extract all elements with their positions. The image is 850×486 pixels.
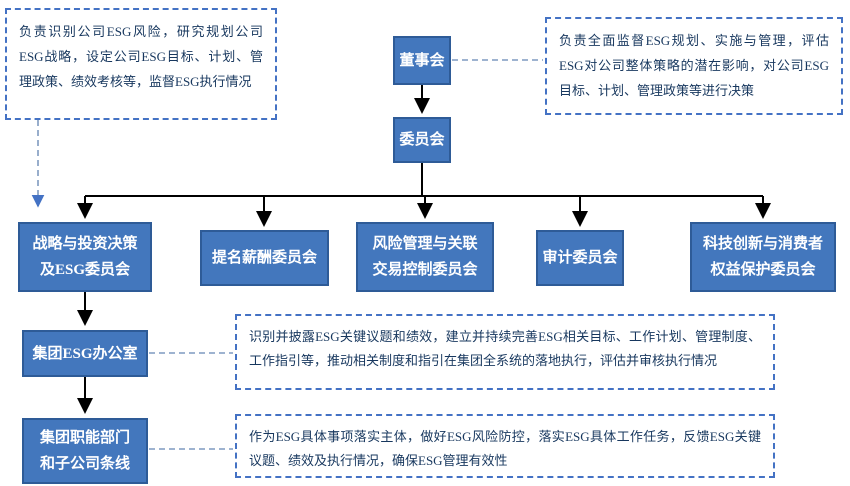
- annotation-departments-duty-text: 作为ESG具体事项落实主体，做好ESG风险防控，落实ESG具体工作任务，反馈ES…: [249, 429, 761, 468]
- annotation-departments-duty: 作为ESG具体事项落实主体，做好ESG风险防控，落实ESG具体工作任务，反馈ES…: [235, 414, 775, 478]
- node-group-departments-subsidiaries-label: 集团职能部门 和子公司条线: [39, 430, 130, 472]
- node-committee: 委员会: [393, 117, 451, 163]
- node-committee-label: 委员会: [399, 132, 445, 148]
- node-risk-related-transaction-committee-label: 风险管理与关联 交易控制委员会: [372, 236, 478, 278]
- annotation-esg-committee-duty: 负责识别公司ESG风险，研究规划公司ESG战略，设定公司ESG目标、计划、管理政…: [5, 8, 277, 120]
- node-tech-innovation-consumer-protection-committee: 科技创新与消费者 权益保护委员会: [690, 222, 836, 292]
- annotation-board-duty: 负责全面监督ESG规划、实施与管理，评估ESG对公司整体策略的潜在影响，对公司E…: [545, 17, 843, 115]
- node-nomination-remuneration-committee-label: 提名薪酬委员会: [211, 250, 317, 266]
- node-tech-innovation-consumer-protection-committee-label: 科技创新与消费者 权益保护委员会: [702, 236, 823, 278]
- node-audit-committee: 审计委员会: [536, 230, 624, 286]
- node-board-label: 董事会: [399, 52, 445, 69]
- annotation-board-duty-text: 负责全面监督ESG规划、实施与管理，评估ESG对公司整体策略的潜在影响，对公司E…: [559, 33, 829, 98]
- node-strategy-investment-esg-committee: 战略与投资决策 及ESG委员会: [18, 222, 152, 292]
- node-group-departments-subsidiaries: 集团职能部门 和子公司条线: [22, 418, 148, 484]
- annotation-esg-committee-duty-text: 负责识别公司ESG风险，研究规划公司ESG战略，设定公司ESG目标、计划、管理政…: [19, 24, 263, 89]
- node-audit-committee-label: 审计委员会: [542, 250, 618, 266]
- annotation-esg-office-duty-text: 识别并披露ESG关键议题和绩效，建立并持续完善ESG相关目标、工作计划、管理制度…: [249, 329, 761, 368]
- node-board-of-directors: 董事会: [393, 36, 451, 85]
- annotation-esg-office-duty: 识别并披露ESG关键议题和绩效，建立并持续完善ESG相关目标、工作计划、管理制度…: [235, 314, 775, 390]
- node-risk-related-transaction-committee: 风险管理与关联 交易控制委员会: [356, 222, 494, 292]
- node-group-esg-office-label: 集团ESG办公室: [32, 345, 138, 362]
- node-strategy-investment-esg-committee-label: 战略与投资决策 及ESG委员会: [32, 236, 138, 278]
- node-nomination-remuneration-committee: 提名薪酬委员会: [200, 230, 329, 286]
- node-group-esg-office: 集团ESG办公室: [22, 330, 148, 377]
